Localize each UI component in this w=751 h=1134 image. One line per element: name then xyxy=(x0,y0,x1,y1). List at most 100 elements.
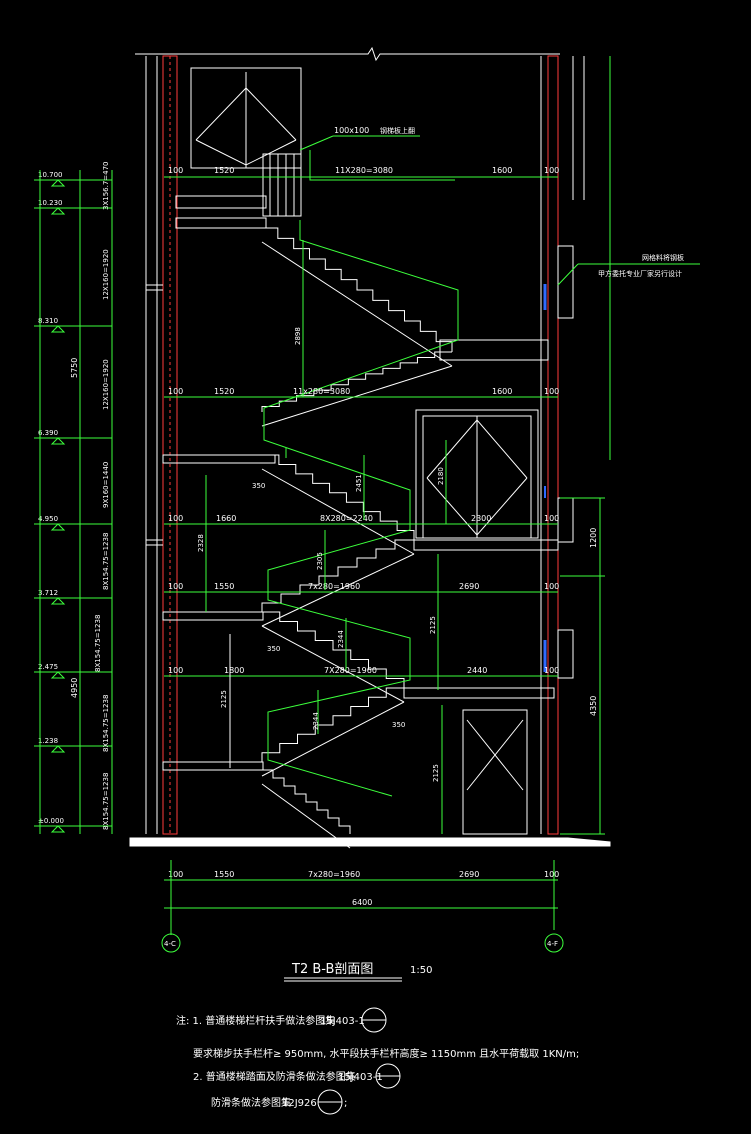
elevation-label: 10.230 xyxy=(38,199,63,207)
elevation-triangle xyxy=(50,825,66,833)
dim-text: 100 xyxy=(544,166,559,175)
floor-row-3: 100 1660 8X280=2240 2300 100 xyxy=(168,514,559,523)
elevation-label: 3.712 xyxy=(38,589,58,597)
floor-row-1: 100 1520 11X280=3080 1600 100 xyxy=(168,166,559,175)
dim-text: 100 xyxy=(544,666,559,675)
dim-text: 350 xyxy=(267,645,280,653)
door-middle xyxy=(415,409,539,539)
dim-text: 350 xyxy=(252,482,265,490)
dim-text: 100 xyxy=(544,582,559,591)
flight-1-soffit xyxy=(261,241,453,367)
elevation-triangle xyxy=(50,437,66,445)
elevation-label: ±0.000 xyxy=(38,817,64,825)
dim-text: 100 xyxy=(168,666,183,675)
note-1: 注: 1. 普通楼梯栏杆扶手做法参图集 xyxy=(176,1014,335,1027)
elevation-label: 2.475 xyxy=(38,663,58,671)
dim-text: 100 xyxy=(544,514,559,523)
dim-text: 8X154.75=1238 xyxy=(102,533,110,590)
axis-markers: 4-C 4-F xyxy=(161,930,564,953)
elevation-label: 8.310 xyxy=(38,317,58,325)
flight-6-soffit xyxy=(261,701,405,777)
floor-row-5: 100 1800 7X280=1960 2440 100 xyxy=(168,666,559,675)
axis-label: 4-F xyxy=(547,940,558,948)
dim-text: 1520 xyxy=(214,166,234,175)
note-4-tail: ; xyxy=(344,1098,347,1109)
flight-2 xyxy=(261,351,452,412)
note-3-ref: 15J403-1 xyxy=(338,1072,383,1083)
dim-text: 1550 xyxy=(214,582,234,591)
flight-7 xyxy=(262,769,351,834)
flight-3 xyxy=(262,454,415,540)
elevation-triangle xyxy=(50,745,66,753)
dim-text: 1660 xyxy=(216,514,236,523)
dim-text: 100 xyxy=(168,514,183,523)
dim-text: 2305 xyxy=(316,552,324,570)
note-4-ref: 12J926 xyxy=(282,1098,317,1109)
dim-text: 2440 xyxy=(467,666,487,675)
title-text: T2 B-B剖面图 xyxy=(291,962,373,977)
flight-4-soffit xyxy=(261,553,415,627)
elevation-markers: 10.700 10.230 8.310 6.390 4.950 3.712 2.475 1.2… xyxy=(34,171,112,833)
flight-5-soffit xyxy=(261,625,405,703)
dim-text: 2300 xyxy=(471,514,491,523)
dim-text: 8X154.75=1238 xyxy=(94,615,102,672)
stair-flights xyxy=(261,150,459,849)
building-structure xyxy=(129,46,611,847)
dim-text: 2328 xyxy=(197,534,205,552)
dim-text: 8X280=2240 xyxy=(320,514,373,523)
dim-text: 1600 xyxy=(492,387,512,396)
note-3: 2. 普通楼梯踏面及防滑条做法参图集 xyxy=(193,1070,356,1083)
drawing-title: T2 B-B剖面图 1:50 xyxy=(284,962,432,982)
elevation-label: 4.950 xyxy=(38,515,58,523)
roof-rail xyxy=(309,150,455,181)
elevation-label: 1.238 xyxy=(38,737,58,745)
elevation-triangle xyxy=(50,325,66,333)
dim-text: 2344 xyxy=(337,630,345,648)
dim-text: 9X160=1440 xyxy=(102,462,110,508)
dim-text: 1800 xyxy=(224,666,244,675)
axis-label: 4-C xyxy=(164,940,176,948)
dim-text: 7x280=1960 xyxy=(308,870,360,879)
dim-text: 2125 xyxy=(429,616,437,634)
flight-5 xyxy=(262,611,405,688)
dim-text: 1600 xyxy=(492,166,512,175)
callout-detail: 100x100 xyxy=(334,126,369,135)
flight-4 xyxy=(261,539,414,612)
dim-text: 100 xyxy=(544,870,559,879)
overall-width: 6400 xyxy=(352,898,372,907)
dim-text: 100 xyxy=(168,387,183,396)
dim-text: 2898 xyxy=(294,327,302,345)
elevation-label: 6.390 xyxy=(38,429,58,437)
dim-text: 8X154.75=1238 xyxy=(102,695,110,752)
dim-text: 100 xyxy=(168,582,183,591)
dim-text: 2125 xyxy=(220,690,228,708)
flight-6 xyxy=(261,687,404,762)
flight-1 xyxy=(262,227,453,352)
floor-row-4: 100 1550 7x280=1960 2690 100 xyxy=(168,582,559,591)
dim-text: 2344 xyxy=(312,712,320,730)
flight-3-soffit xyxy=(261,468,415,555)
door-top xyxy=(190,67,302,169)
door-bottom xyxy=(462,709,528,835)
note-2: 要求梯步扶手栏杆≥ 950mm, 水平段扶手栏杆高度≥ 1150mm 且水平荷载… xyxy=(193,1047,579,1060)
dim-text: 100 xyxy=(168,166,183,175)
dim-text: 1520 xyxy=(214,387,234,396)
dim-text: 2451 xyxy=(355,474,363,492)
elevation-label: 10.700 xyxy=(38,171,63,179)
dim-text: 2180 xyxy=(437,467,445,485)
callouts: 100x100 钢梯板上翻 网格料将钢板 甲方委托专业厂家另行设计 xyxy=(299,126,700,286)
dim-text: 1550 xyxy=(214,870,234,879)
flight-2-soffit xyxy=(261,365,453,427)
note-1-ref: 15J403-1 xyxy=(320,1016,365,1027)
callout-detail-note: 钢梯板上翻 xyxy=(380,126,415,135)
roof-ladder xyxy=(262,153,302,217)
dim-text: 11X280=3080 xyxy=(335,166,393,175)
dim-total-upper: 5750 xyxy=(70,358,79,378)
flight-7-soffit xyxy=(261,783,351,849)
elevation-triangle xyxy=(50,207,66,215)
dim-text: 11x280=3080 xyxy=(293,387,350,396)
scale-text: 1:50 xyxy=(410,965,432,976)
dim-text: 3X156.7=470 xyxy=(102,161,110,210)
elevation-triangle xyxy=(50,597,66,605)
left-dimension-chain: 3X156.7=470 12X160=1920 12X160=1920 9X16… xyxy=(39,161,113,834)
